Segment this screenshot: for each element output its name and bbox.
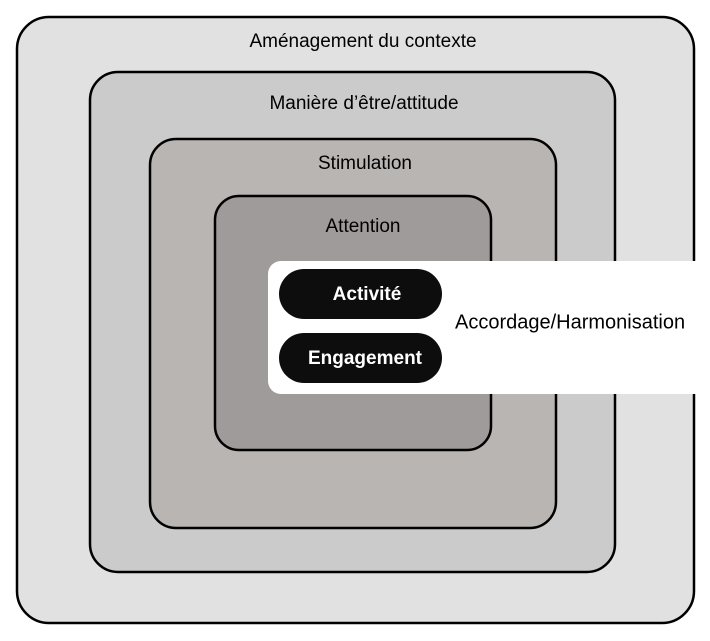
pill-rect-activite [279, 269, 442, 319]
layer-label-attention: Attention [326, 216, 401, 237]
pill-label-activite: Activité [333, 284, 402, 305]
callout-label-accordage: Accordage/Harmonisation [455, 311, 685, 333]
pill-label-engagement: Engagement [308, 348, 423, 369]
layer-label-maniere-etre: Manière d’être/attitude [269, 93, 458, 114]
layer-label-amenagement: Aménagement du contexte [249, 31, 476, 52]
pill-rect-engagement [279, 333, 442, 383]
layer-label-stimulation: Stimulation [318, 153, 412, 174]
